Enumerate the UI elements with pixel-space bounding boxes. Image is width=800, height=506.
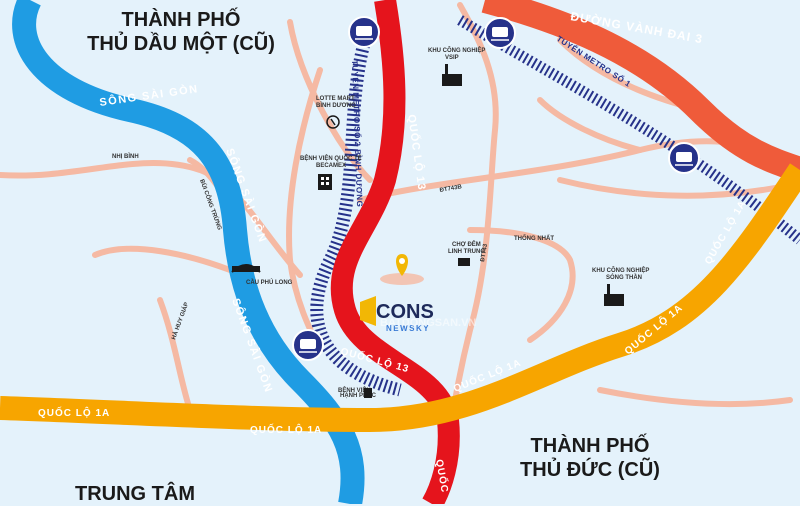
- city-label-thu-dau-mot: THÀNH PHỐ THỦ DẦU MỘT (CŨ): [76, 8, 286, 56]
- dt743b-label: ĐT743B: [439, 184, 463, 194]
- dt743-label: ĐT743: [480, 243, 489, 262]
- vsip-label-1: KHU CÔNG NGHIỆP: [428, 46, 485, 54]
- becamex-label-1: BỆNH VIỆN QUỐC TẾ: [300, 154, 362, 162]
- metro-station-icon: [292, 329, 324, 361]
- ha-huy-giap-label: HÀ HUY GIÁP: [170, 301, 190, 340]
- lotte-label-2: BÌNH DƯƠNG: [316, 101, 356, 109]
- ring-road-3: [481, 0, 800, 183]
- metro-line-2: [310, 38, 402, 397]
- bridge-icon: [231, 264, 261, 273]
- city-label-trung-tam: TRUNG TÂM: [75, 483, 195, 505]
- metro-station-icon: [484, 17, 516, 49]
- city-thu-dau-mot-line1: THÀNH PHỐ: [121, 9, 241, 31]
- vsip-label-2: VSIP: [445, 55, 459, 61]
- thong-nhat-label: THỐNG NHẤT: [514, 235, 554, 242]
- ql13-label-top: QUỐC LỘ 13: [405, 113, 430, 191]
- metro-station-icon: [348, 16, 380, 48]
- project-brand: CONS: [376, 301, 434, 323]
- lotte-label-1: LOTTE MART: [316, 96, 355, 102]
- project-marker: [380, 254, 424, 285]
- ql13-road: [330, 0, 460, 504]
- bridge-label: CẦU PHÚ LONG: [246, 279, 293, 286]
- hospital-icon: [364, 388, 372, 398]
- city-thu-duc-line2: THỦ ĐỨC (CŨ): [520, 459, 660, 481]
- project-logo: CONS NEWSKY BATDONGSAN.VN: [360, 296, 476, 333]
- project-sub: NEWSKY: [386, 324, 430, 333]
- factory-icon: [604, 284, 624, 306]
- city-thu-dau-mot-line2: THỦ DẦU MỘT (CŨ): [87, 33, 275, 55]
- hospital2-label-1: BỆNH VIỆN: [338, 386, 371, 394]
- city-thu-duc-line1: THÀNH PHỐ: [530, 435, 650, 457]
- ql1a-road: [0, 163, 800, 433]
- market-icon: [458, 258, 470, 266]
- hospital-icon: [318, 174, 332, 190]
- linh-trung-label-2: LINH TRUNG: [448, 249, 485, 255]
- lotte-icon: [326, 115, 340, 129]
- factory-icon: [442, 64, 462, 86]
- becamex-label-2: BECAMEX: [316, 163, 346, 169]
- song-than-label-1: KHU CÔNG NGHIỆP: [592, 266, 649, 274]
- project-watermark: BATDONGSAN.VN: [380, 317, 476, 329]
- ql1a-label-left: QUỐC LỘ 1A: [38, 405, 110, 419]
- song-than-label-2: SÓNG THẦN: [606, 273, 642, 281]
- city-label-thu-duc: THÀNH PHỐ THỦ ĐỨC (CŨ): [505, 434, 675, 482]
- linh-trung-label-1: CHỢ ĐÊM: [452, 240, 481, 248]
- minor-roads: [0, 2, 793, 433]
- hospital2-label-2: HẠNH PHÚC: [340, 392, 377, 399]
- metro-station-icon: [668, 142, 700, 174]
- ql1a-label-mid: QUỐC LỘ 1A: [250, 422, 322, 436]
- nhi-binh-label: NHỊ BÌNH: [112, 152, 139, 160]
